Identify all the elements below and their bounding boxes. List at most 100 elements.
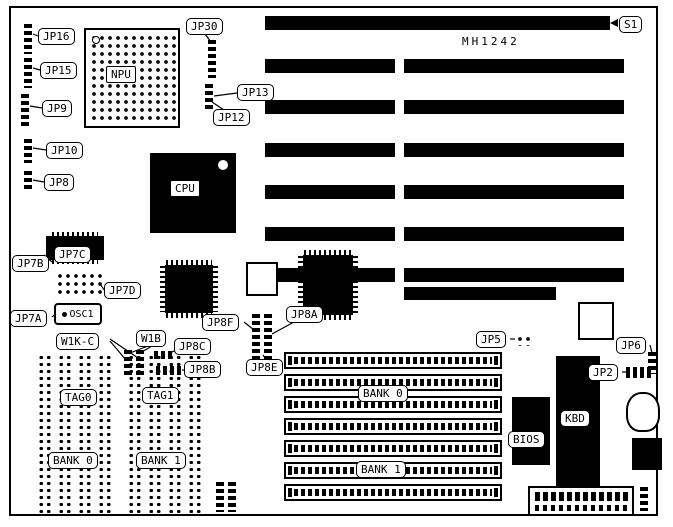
label-jp30: JP30	[186, 18, 223, 35]
label-jp15: JP15	[40, 62, 77, 79]
jp5-jumper	[514, 333, 530, 346]
qfp-chip-1	[160, 260, 218, 318]
w1b-jumper-a	[124, 350, 132, 376]
label-jp9: JP9	[42, 100, 72, 117]
label-jp13: JP13	[237, 84, 274, 101]
chip-body	[303, 255, 353, 315]
cache-column	[146, 352, 161, 514]
osc1-pin1-dot	[62, 311, 68, 317]
chip-pins	[166, 313, 212, 318]
empty-socket-right	[578, 302, 614, 340]
power-connector	[528, 486, 634, 516]
connector-pins-row1	[535, 492, 629, 501]
slot-row5-left	[265, 185, 395, 199]
label-jp8c: JP8C	[174, 338, 211, 355]
keyboard-din-connector	[626, 392, 660, 432]
slot-row7-right	[404, 268, 624, 282]
empty-socket-small	[246, 262, 278, 296]
chip-pins	[166, 260, 212, 265]
label-bank1-dram: BANK 1	[356, 461, 406, 478]
label-jp8b: JP8B	[184, 361, 221, 378]
cache-column	[166, 352, 181, 514]
slot-row4-right	[404, 143, 624, 157]
label-jp7d: JP7D	[104, 282, 141, 299]
slot-row2-right	[404, 59, 624, 73]
label-jp12: JP12	[213, 109, 250, 126]
simm-socket-4	[284, 418, 502, 435]
chip-pins	[52, 232, 98, 237]
label-jp5: JP5	[476, 331, 506, 348]
jp8-jumper	[24, 171, 32, 189]
slot-row5-right	[404, 185, 624, 199]
aux-jumper-b	[228, 482, 236, 512]
label-bank1-cache: BANK 1	[136, 452, 186, 469]
cache-column	[36, 352, 51, 514]
bottom-right-jumper	[640, 487, 648, 511]
simm-pins	[294, 489, 492, 496]
jp6-jumper	[648, 352, 656, 374]
corner-component	[632, 438, 662, 470]
simm-pins	[294, 445, 492, 452]
label-tag0: TAG0	[60, 389, 97, 406]
jp15-jumper	[24, 58, 32, 88]
jp16-jumper	[24, 24, 32, 54]
w1b-jumper-b	[136, 350, 144, 376]
slot-row6-left	[265, 227, 395, 241]
label-bios: BIOS	[508, 431, 545, 448]
jp13-jp12-jumper	[205, 84, 213, 110]
chip-pins	[304, 250, 352, 255]
cache-column	[126, 352, 141, 514]
slot-row2-left	[265, 59, 395, 73]
jp8e-jumper-col-b	[264, 314, 272, 360]
label-cpu: CPU	[170, 180, 200, 197]
jp10-jumper	[24, 139, 32, 163]
jp9-jumper	[21, 94, 29, 128]
chip-pins	[304, 315, 352, 320]
cache-column	[96, 352, 111, 514]
simm-socket-1	[284, 352, 502, 369]
connector-pins-row2	[535, 505, 629, 511]
chip-pins	[298, 256, 303, 314]
label-jp16: JP16	[38, 28, 75, 45]
label-jp6: JP6	[616, 337, 646, 354]
label-jp10: JP10	[46, 142, 83, 159]
label-jp7a: JP7A	[10, 310, 47, 327]
jp2-jumper	[626, 367, 654, 378]
cpu-pin1-marker	[218, 160, 228, 170]
label-jp8a: JP8A	[286, 306, 323, 323]
label-jp7b: JP7B	[12, 255, 49, 272]
simm-socket-5	[284, 440, 502, 457]
label-kbd: KBD	[560, 410, 590, 427]
cache-column	[56, 352, 71, 514]
label-jp8e: JP8E	[246, 359, 283, 376]
label-w1b: W1B	[136, 330, 166, 347]
label-npu: NPU	[106, 66, 136, 83]
label-jp8f: JP8F	[202, 314, 239, 331]
slot-row3-right	[404, 100, 624, 114]
label-s1: S1	[619, 16, 643, 33]
jp8c-jumper	[154, 351, 172, 359]
cache-column	[76, 352, 91, 514]
label-tag1: TAG1	[142, 387, 179, 404]
chip-pins	[160, 266, 165, 312]
osc1-oscillator: OSC1	[54, 303, 102, 325]
slot-row4-left	[265, 143, 395, 157]
jp8b-jumper	[156, 366, 182, 375]
simm-pins	[294, 423, 492, 430]
jp30-jumper	[208, 40, 216, 78]
label-jp7c: JP7C	[54, 246, 91, 263]
slot-row1	[265, 16, 610, 30]
osc1-label-text: OSC1	[69, 308, 94, 320]
slot-row8-right	[404, 287, 556, 300]
slot-row3-left	[265, 100, 395, 114]
jp7d-jumper-block	[54, 270, 102, 296]
chip-body	[165, 265, 213, 313]
board-model-text: MH1242	[462, 35, 520, 48]
label-bank0-cache: BANK 0	[48, 452, 98, 469]
jp8e-jumper-col-a	[252, 314, 260, 360]
cache-column	[186, 352, 201, 514]
simm-pins	[294, 357, 492, 364]
simm-socket-7	[284, 484, 502, 501]
slot-row6-right	[404, 227, 624, 241]
